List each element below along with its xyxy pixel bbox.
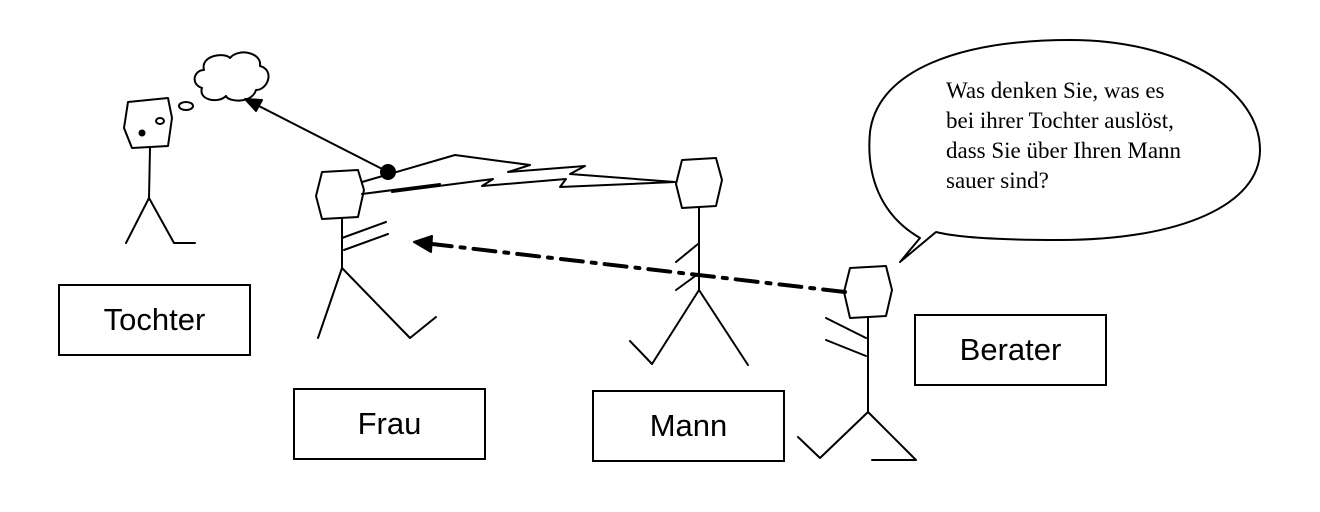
speech-line: bei ihrer Tochter auslöst, <box>946 108 1174 133</box>
frau-head <box>315 169 365 220</box>
arrowhead-frau <box>413 235 433 253</box>
tochter-head <box>123 97 173 149</box>
conflict-lightning <box>361 154 676 195</box>
frau-arm-lower <box>343 233 389 251</box>
mann-legs <box>629 289 749 366</box>
arrowhead-tochter <box>244 98 263 112</box>
speech-line: dass Sie über Ihren Mann <box>946 138 1182 163</box>
mann-arm-upper <box>675 243 699 263</box>
speech-line: Was denken Sie, was es <box>946 78 1165 103</box>
thought-bubble-small <box>178 101 194 111</box>
frau-arm-upper <box>341 221 387 239</box>
arrow-frau-to-tochter <box>252 102 389 173</box>
label-mann: Mann <box>592 390 785 462</box>
berater-legs <box>797 411 917 461</box>
mann-figure <box>629 157 749 366</box>
mann-head <box>675 157 723 209</box>
berater-figure <box>797 265 917 461</box>
frau-figure <box>315 169 437 339</box>
speech-line: sauer sind? <box>946 168 1049 193</box>
tochter-legs <box>125 197 196 244</box>
arrow-origin-dot <box>380 164 396 180</box>
label-tochter: Tochter <box>58 284 251 356</box>
berater-head <box>843 265 893 319</box>
berater-arm-upper <box>825 317 867 339</box>
tochter-body <box>148 147 151 199</box>
speech-bubble-text: Was denken Sie, was es bei ihrer Tochter… <box>946 76 1246 196</box>
label-frau: Frau <box>293 388 486 460</box>
label-berater: Berater <box>914 314 1107 386</box>
berater-arm-lower <box>825 339 867 357</box>
mann-arm-lower <box>675 273 699 291</box>
speech-bubble <box>868 39 1261 263</box>
frau-legs <box>317 267 437 339</box>
tochter-eye-left <box>138 129 146 137</box>
tochter-figure <box>123 51 270 244</box>
arrow-berater-to-frau <box>430 242 847 294</box>
tochter-eye-right <box>155 117 165 125</box>
thought-cloud <box>193 51 270 102</box>
